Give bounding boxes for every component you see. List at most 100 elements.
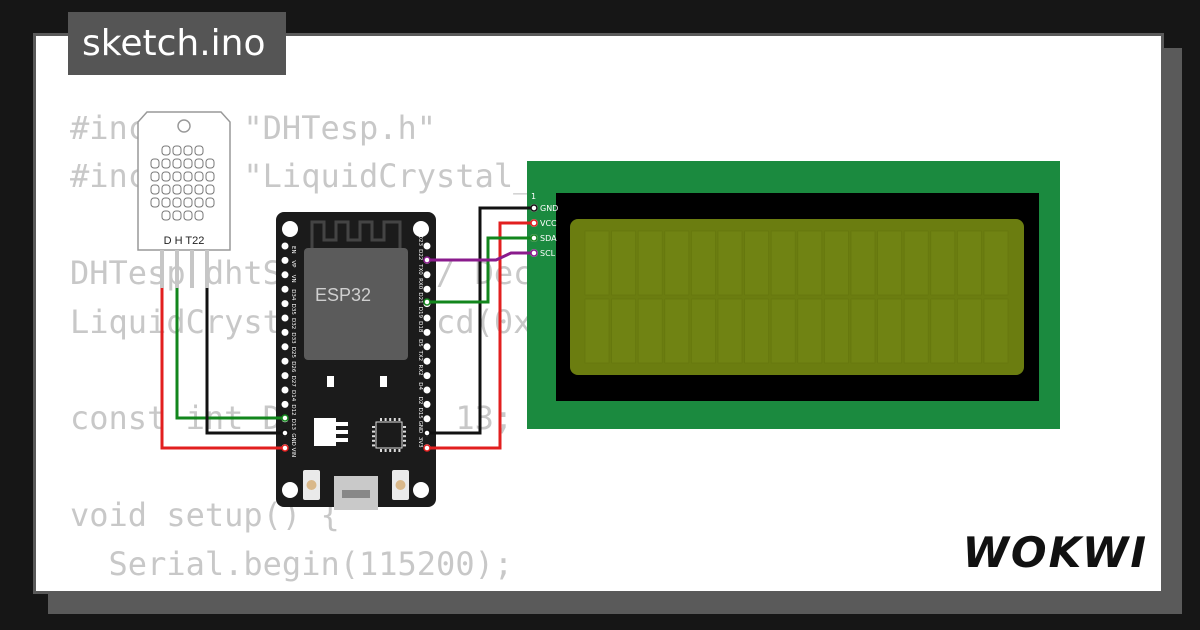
wire-dht-gnd [205, 288, 285, 435]
chip-pin [403, 444, 406, 447]
dht22-vent [183, 145, 193, 156]
dht22-vent [150, 184, 160, 195]
lcd-cell [584, 298, 610, 364]
lcd-cell [797, 230, 823, 296]
esp32-pin-label: D4 [417, 382, 423, 390]
lcd-pin-label: SCL [540, 249, 556, 258]
dht22-vent [161, 158, 171, 169]
wire-lcd-vcc [427, 221, 534, 450]
lcd1602-display[interactable]: 1 GND VCC SDA SCL [527, 161, 1060, 429]
chip-pin [389, 418, 392, 421]
esp32-pin-label: D22 [417, 249, 423, 260]
lcd-cell [744, 230, 769, 296]
dht22-vent [183, 197, 193, 208]
mounting-hole [413, 221, 429, 237]
esp32-pin-label: TX2 [417, 350, 423, 362]
lcd-cell [850, 230, 876, 296]
dht22-vent [172, 171, 182, 182]
dht22-vent [161, 171, 171, 182]
mounting-hole [413, 482, 429, 498]
lcd-cell [957, 230, 982, 296]
lcd-pin-label: GND [540, 204, 558, 213]
lcd-cell [744, 298, 769, 364]
regulator-pin [336, 438, 348, 442]
esp32-pin [281, 242, 289, 250]
wire-dht-data [175, 288, 285, 420]
esp32-pin-label: D26 [290, 361, 296, 373]
wire-lcd-scl [427, 251, 534, 262]
esp32-pin-label: D19 [417, 307, 423, 319]
esp32-pin [281, 314, 289, 322]
chip-pin [372, 444, 375, 447]
esp32-pin [423, 372, 431, 380]
lcd-cell [637, 230, 663, 296]
esp32-pin [281, 271, 289, 279]
dht22-vent [172, 210, 182, 221]
lcd-cell [930, 230, 956, 296]
reset-button[interactable] [392, 470, 409, 500]
esp32-module [304, 248, 408, 360]
dht22-vent [194, 210, 204, 221]
esp32-pin-label: 3V3 [417, 437, 423, 448]
esp32-pin-label: D34 [290, 289, 296, 301]
lcd-cell [664, 298, 690, 364]
esp32-pin [423, 314, 431, 322]
esp32-pin [281, 386, 289, 394]
usb-port [334, 476, 378, 510]
esp32-pin-label: D13 [290, 419, 296, 431]
chip-pin [372, 435, 375, 438]
lcd-cell [797, 298, 823, 364]
esp32-pin-label: VP [290, 260, 296, 268]
esp32-label: ESP32 [315, 285, 371, 305]
esp32-pin-label: D5 [417, 339, 423, 347]
esp32-pin [423, 285, 431, 293]
lcd-cell [611, 230, 636, 296]
lcd-cell [957, 298, 982, 364]
lcd-cell [664, 230, 690, 296]
wokwi-logo: WOKWI [963, 528, 1148, 577]
esp32-pin-label: D21 [417, 292, 423, 303]
lcd-cell [770, 298, 796, 364]
esp32-pin [281, 372, 289, 380]
lcd-cell [717, 298, 743, 364]
dht22-vent [161, 145, 171, 156]
lcd-cell [850, 298, 876, 364]
dht22-vent [194, 171, 204, 182]
chip-pin [389, 449, 392, 452]
esp32-pin-label: GND [417, 421, 423, 434]
lcd-pin-label: VCC [540, 219, 557, 228]
dht22-pin [205, 250, 209, 288]
esp32-pin-label: D25 [290, 347, 296, 359]
esp32-pin-label: D33 [290, 332, 296, 344]
esp32-pin [423, 415, 431, 423]
wire-endpoints [281, 204, 538, 452]
esp32-pin-label: D15 [417, 408, 423, 420]
dht22-vent [194, 184, 204, 195]
lcd-cell [824, 230, 849, 296]
sketch-title: sketch.ino [68, 12, 286, 75]
chip-pin [372, 439, 375, 442]
chip-pin [380, 418, 382, 421]
antenna-trace [310, 220, 402, 248]
esp32-pin [281, 300, 289, 308]
dht22-vent [205, 171, 215, 182]
dht22-vent [183, 158, 193, 169]
voltage-regulator [314, 418, 336, 446]
usb-chip [372, 418, 406, 452]
lcd-pin-label: SDA [540, 234, 557, 243]
dht22-vent [161, 210, 171, 221]
esp32-pin-label: EN [290, 246, 296, 254]
code-line: Serial.begin(115200); [70, 544, 514, 583]
dht22-sensor[interactable]: D H T22 [137, 111, 231, 288]
dht22-vent [183, 184, 193, 195]
wire-lcd-sda [427, 236, 534, 304]
dht22-vent [150, 158, 160, 169]
boot-button[interactable] [303, 470, 320, 500]
esp32-pin [281, 256, 289, 264]
dht22-pin [190, 250, 194, 288]
chip-pin [384, 449, 387, 452]
esp32-pin-label: D14 [290, 390, 296, 402]
mounting-hole [282, 221, 298, 237]
